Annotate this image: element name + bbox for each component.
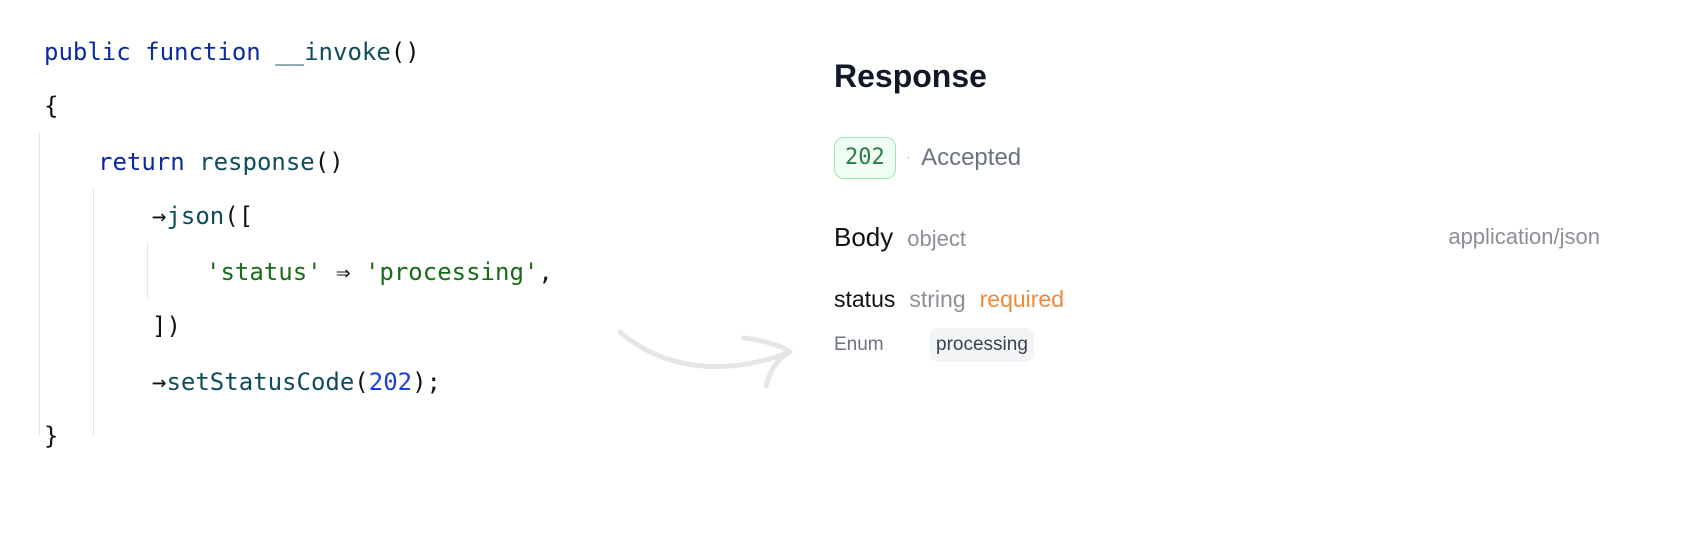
arrow-operator: → [152, 202, 167, 230]
field-name: status [834, 286, 896, 312]
response-title: Response [834, 58, 987, 94]
code-line-4: →json([ [152, 200, 253, 232]
indent-guide-level-2 [93, 188, 94, 436]
code-line-3: return response() [98, 146, 344, 178]
fat-arrow-operator: ⇒ [336, 258, 351, 286]
status-separator: · [905, 149, 912, 166]
open-brace: { [44, 92, 59, 120]
curved-arrow-icon [617, 329, 793, 389]
code-line-2: { [44, 90, 58, 122]
status-number: 202 [368, 368, 413, 396]
enum-row: Enum processing [834, 328, 1034, 362]
function-name: __invoke [275, 38, 391, 66]
status-text: Accepted [921, 144, 1022, 171]
code-line-5: 'status' ⇒ 'processing', [206, 256, 553, 288]
field-row: status string required [834, 286, 1064, 313]
response-call: response [199, 148, 315, 176]
keyword-return: return [98, 148, 185, 176]
indent-guide-level-1 [39, 132, 40, 436]
code-line-1: public function __invoke() [44, 36, 420, 68]
code-line-8: } [44, 420, 58, 452]
status-code-badge: 202 [834, 137, 896, 179]
enum-value-chip: processing [930, 328, 1034, 362]
body-row: Body object [834, 222, 966, 258]
parens: () [390, 38, 420, 66]
json-call: json [166, 202, 225, 230]
enum-label: Enum [834, 334, 884, 355]
comma: , [538, 258, 553, 286]
code-line-7: →setStatusCode(202); [152, 366, 441, 398]
set-status-code-call: setStatusCode [166, 368, 355, 396]
status-row: 202 · Accepted [834, 137, 1021, 179]
response-panel: Response 202 · Accepted Body object appl… [834, 0, 1654, 539]
close-paren: ); [412, 368, 442, 396]
body-label: Body [834, 222, 894, 252]
string-key: 'status' [206, 258, 322, 286]
body-type: object [907, 226, 966, 251]
open-paren: ( [354, 368, 369, 396]
content-type: application/json [1448, 224, 1600, 249]
keyword-function: function [145, 38, 261, 66]
string-value: 'processing' [364, 258, 539, 286]
indent-guide-level-3 [147, 242, 148, 298]
keyword-public: public [44, 38, 131, 66]
open-bracket: ([ [224, 202, 254, 230]
parens: () [314, 148, 344, 176]
field-type: string [909, 286, 966, 312]
close-brace: } [44, 422, 59, 450]
arrow-operator: → [152, 368, 167, 396]
code-line-6: ]) [152, 310, 181, 342]
field-required: required [979, 286, 1065, 312]
close-bracket: ]) [152, 312, 181, 340]
